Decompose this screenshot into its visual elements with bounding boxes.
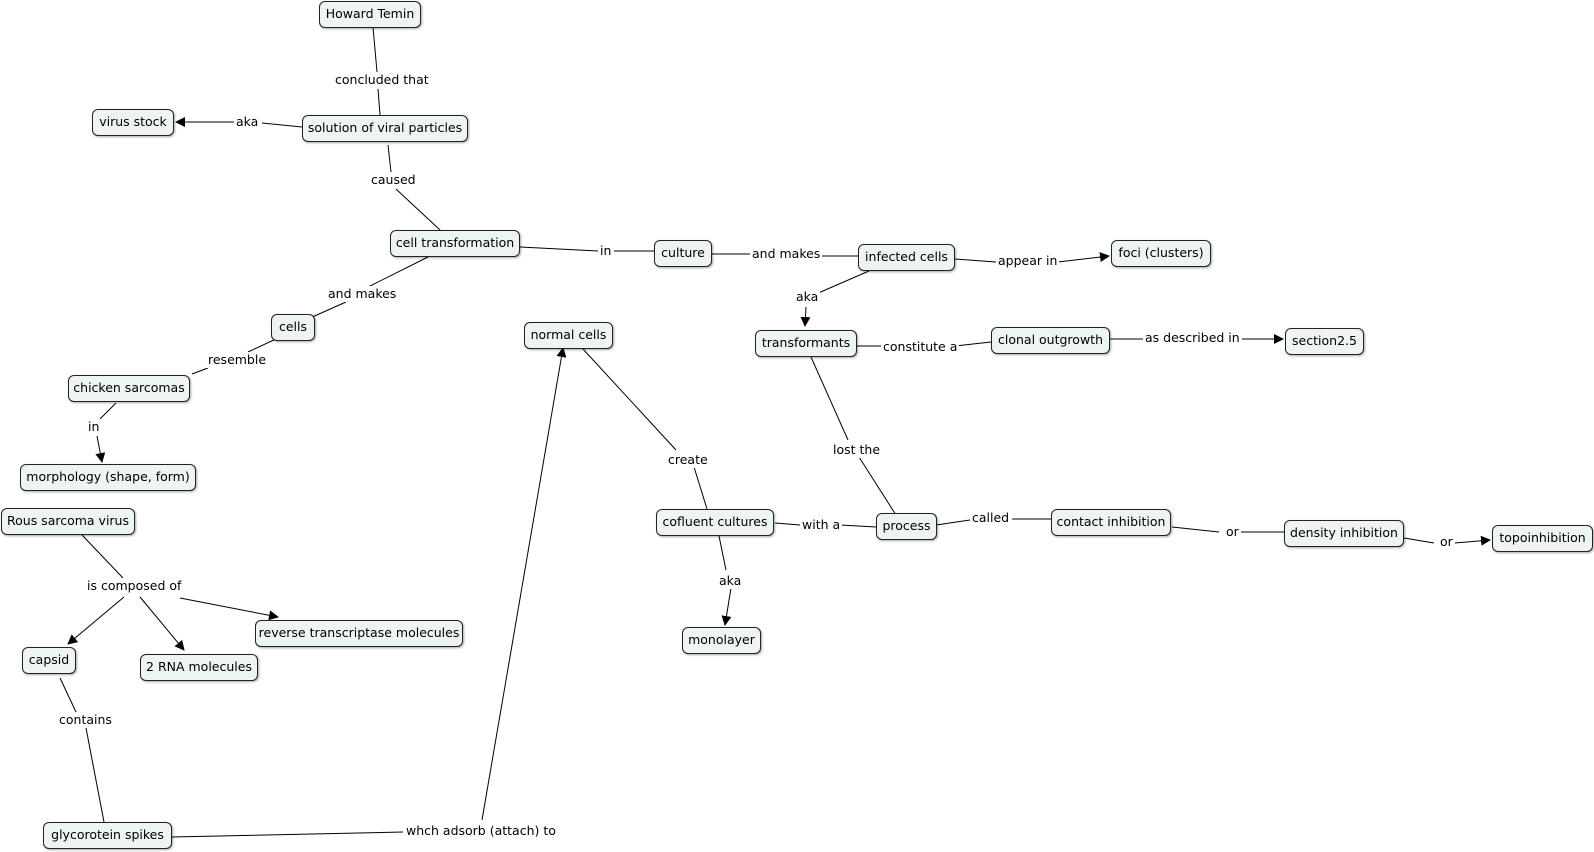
node-foci-clusters[interactable]: foci (clusters) xyxy=(1111,240,1211,267)
link-as-described-in: as described in xyxy=(1143,330,1242,346)
node-howard-temin[interactable]: Howard Temin xyxy=(319,1,421,28)
link-with-a: with a xyxy=(800,517,843,533)
node-contact-inhibition[interactable]: contact inhibition xyxy=(1051,509,1171,536)
connector xyxy=(139,596,185,651)
node-virus-stock[interactable]: virus stock xyxy=(92,109,174,136)
connector xyxy=(1454,535,1491,546)
node-process[interactable]: process xyxy=(876,513,937,540)
node-morphology[interactable]: morphology (shape, form) xyxy=(20,464,196,491)
connector xyxy=(800,306,811,327)
link-aka-transformants: aka xyxy=(794,289,821,305)
node-density-inhibition[interactable]: density inhibition xyxy=(1284,520,1404,547)
link-appear-in: appear in xyxy=(996,253,1060,269)
link-is-composed-of: is composed of xyxy=(85,578,184,594)
link-resemble: resemble xyxy=(206,352,269,368)
connector xyxy=(935,519,971,526)
connector xyxy=(839,524,877,528)
link-lost-the: lost the xyxy=(831,442,883,458)
node-normal-cells[interactable]: normal cells xyxy=(524,322,613,349)
connector xyxy=(179,597,279,621)
connector xyxy=(395,188,441,231)
link-and-makes-cells: and makes xyxy=(326,286,399,302)
link-called: called xyxy=(970,510,1012,526)
connector xyxy=(721,587,732,626)
connector xyxy=(693,466,708,510)
link-aka-virus-stock: aka xyxy=(234,114,261,130)
connector xyxy=(858,456,897,516)
node-cells[interactable]: cells xyxy=(271,314,315,341)
connector xyxy=(191,367,209,375)
connector xyxy=(1403,537,1435,544)
link-or-density: or xyxy=(1224,524,1241,540)
node-clonal-outgrowth[interactable]: clonal outgrowth xyxy=(991,327,1110,354)
link-caused: caused xyxy=(369,172,418,188)
connector xyxy=(67,596,125,645)
connector xyxy=(815,270,870,295)
connector xyxy=(954,341,992,347)
node-reverse-transcriptase-molecules[interactable]: reverse transcriptase molecules xyxy=(255,620,463,647)
node-chicken-sarcomas[interactable]: chicken sarcomas xyxy=(68,375,190,402)
node-cofluent-cultures[interactable]: cofluent cultures xyxy=(656,509,774,536)
link-which-adsorb-to: whch adsorb (attach) to xyxy=(404,823,558,839)
connector xyxy=(377,88,381,116)
node-culture[interactable]: culture xyxy=(654,240,712,267)
node-rous-sarcoma-virus[interactable]: Rous sarcoma virus xyxy=(1,508,135,535)
connector xyxy=(85,727,105,823)
node-topoinhibition[interactable]: topoinhibition xyxy=(1492,525,1593,552)
connector xyxy=(247,338,277,353)
connector xyxy=(481,347,567,821)
node-solution-of-viral-particles[interactable]: solution of viral particles xyxy=(302,115,468,142)
node-transformants[interactable]: transformants xyxy=(755,330,857,357)
node-capsid[interactable]: capsid xyxy=(22,647,76,674)
link-concluded-that: concluded that xyxy=(333,72,431,88)
link-constitute-a: constitute a xyxy=(881,339,960,355)
connector xyxy=(309,301,347,319)
connector xyxy=(99,402,117,420)
connector xyxy=(1057,252,1110,263)
link-in-culture: in xyxy=(598,243,614,259)
connector xyxy=(59,677,77,713)
node-infected-cells[interactable]: infected cells xyxy=(858,244,955,271)
connector xyxy=(582,348,677,451)
link-or-topo: or xyxy=(1438,534,1455,550)
connector xyxy=(774,522,801,526)
connector xyxy=(261,122,303,128)
link-create: create xyxy=(666,452,710,468)
connector xyxy=(95,435,106,463)
connector xyxy=(361,256,429,291)
connector xyxy=(519,246,599,252)
link-aka-monolayer: aka xyxy=(717,573,744,589)
connector xyxy=(718,535,727,571)
connector xyxy=(387,144,392,173)
connector xyxy=(810,356,849,441)
node-cell-transformation[interactable]: cell transformation xyxy=(390,230,520,257)
link-in-morphology: in xyxy=(86,419,102,435)
connector xyxy=(372,26,378,73)
connector xyxy=(81,534,124,579)
link-and-makes-infected: and makes xyxy=(750,246,823,262)
node-glycorotein-spikes[interactable]: glycorotein spikes xyxy=(43,822,172,849)
connector xyxy=(1171,526,1220,533)
connector xyxy=(171,831,404,838)
connector xyxy=(954,258,997,263)
link-contains: contains xyxy=(57,712,114,728)
node-2-rna-molecules[interactable]: 2 RNA molecules xyxy=(140,654,258,681)
node-section2-5[interactable]: section2.5 xyxy=(1285,328,1364,355)
node-monolayer[interactable]: monolayer xyxy=(682,627,761,654)
